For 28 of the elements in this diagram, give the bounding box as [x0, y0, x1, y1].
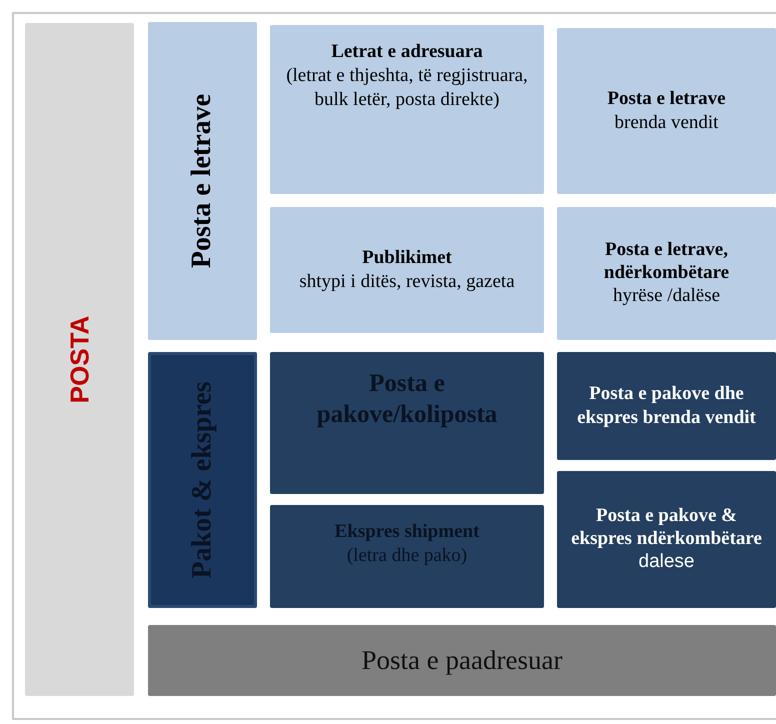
category-box	[557, 352, 776, 460]
category-box	[270, 207, 544, 333]
category-label: Posta e letrave	[186, 94, 218, 268]
box-label: Posta e paadresuar	[362, 644, 562, 677]
box-description: shtypi i ditës, revista, gazeta	[299, 270, 515, 294]
box-label: Posta e pakove dhe ekspres brenda vendit	[576, 382, 757, 430]
category-box	[148, 22, 257, 340]
category-box	[270, 352, 544, 494]
category-bar	[25, 23, 134, 696]
box-description: hyrëse /dalëse	[612, 284, 720, 308]
box-description: brenda vendit	[614, 110, 718, 134]
category-label: POSTA	[64, 316, 95, 404]
category-box	[557, 28, 776, 194]
box-heading: Publikimet	[362, 246, 452, 270]
category-box	[557, 207, 776, 340]
box-description: (letra dhe pako)	[346, 544, 468, 568]
category-box	[557, 471, 776, 608]
box-label: Posta e pakove/koliposta	[316, 369, 498, 430]
box-description: (letrat e thjeshta, të regjistruara, bulk letër, posta direkte)	[285, 64, 529, 112]
box-heading: Ekspres shipment	[334, 521, 480, 544]
box-heading: Letrat e adresuara	[331, 41, 483, 64]
category-box	[270, 505, 544, 608]
box-heading: Posta e letrave	[607, 88, 726, 111]
category-box	[270, 25, 544, 194]
category-label: Pakot & ekspres	[186, 381, 218, 579]
category-bar	[148, 352, 257, 608]
box-description: dalese	[638, 550, 694, 574]
category-bar	[148, 625, 776, 696]
